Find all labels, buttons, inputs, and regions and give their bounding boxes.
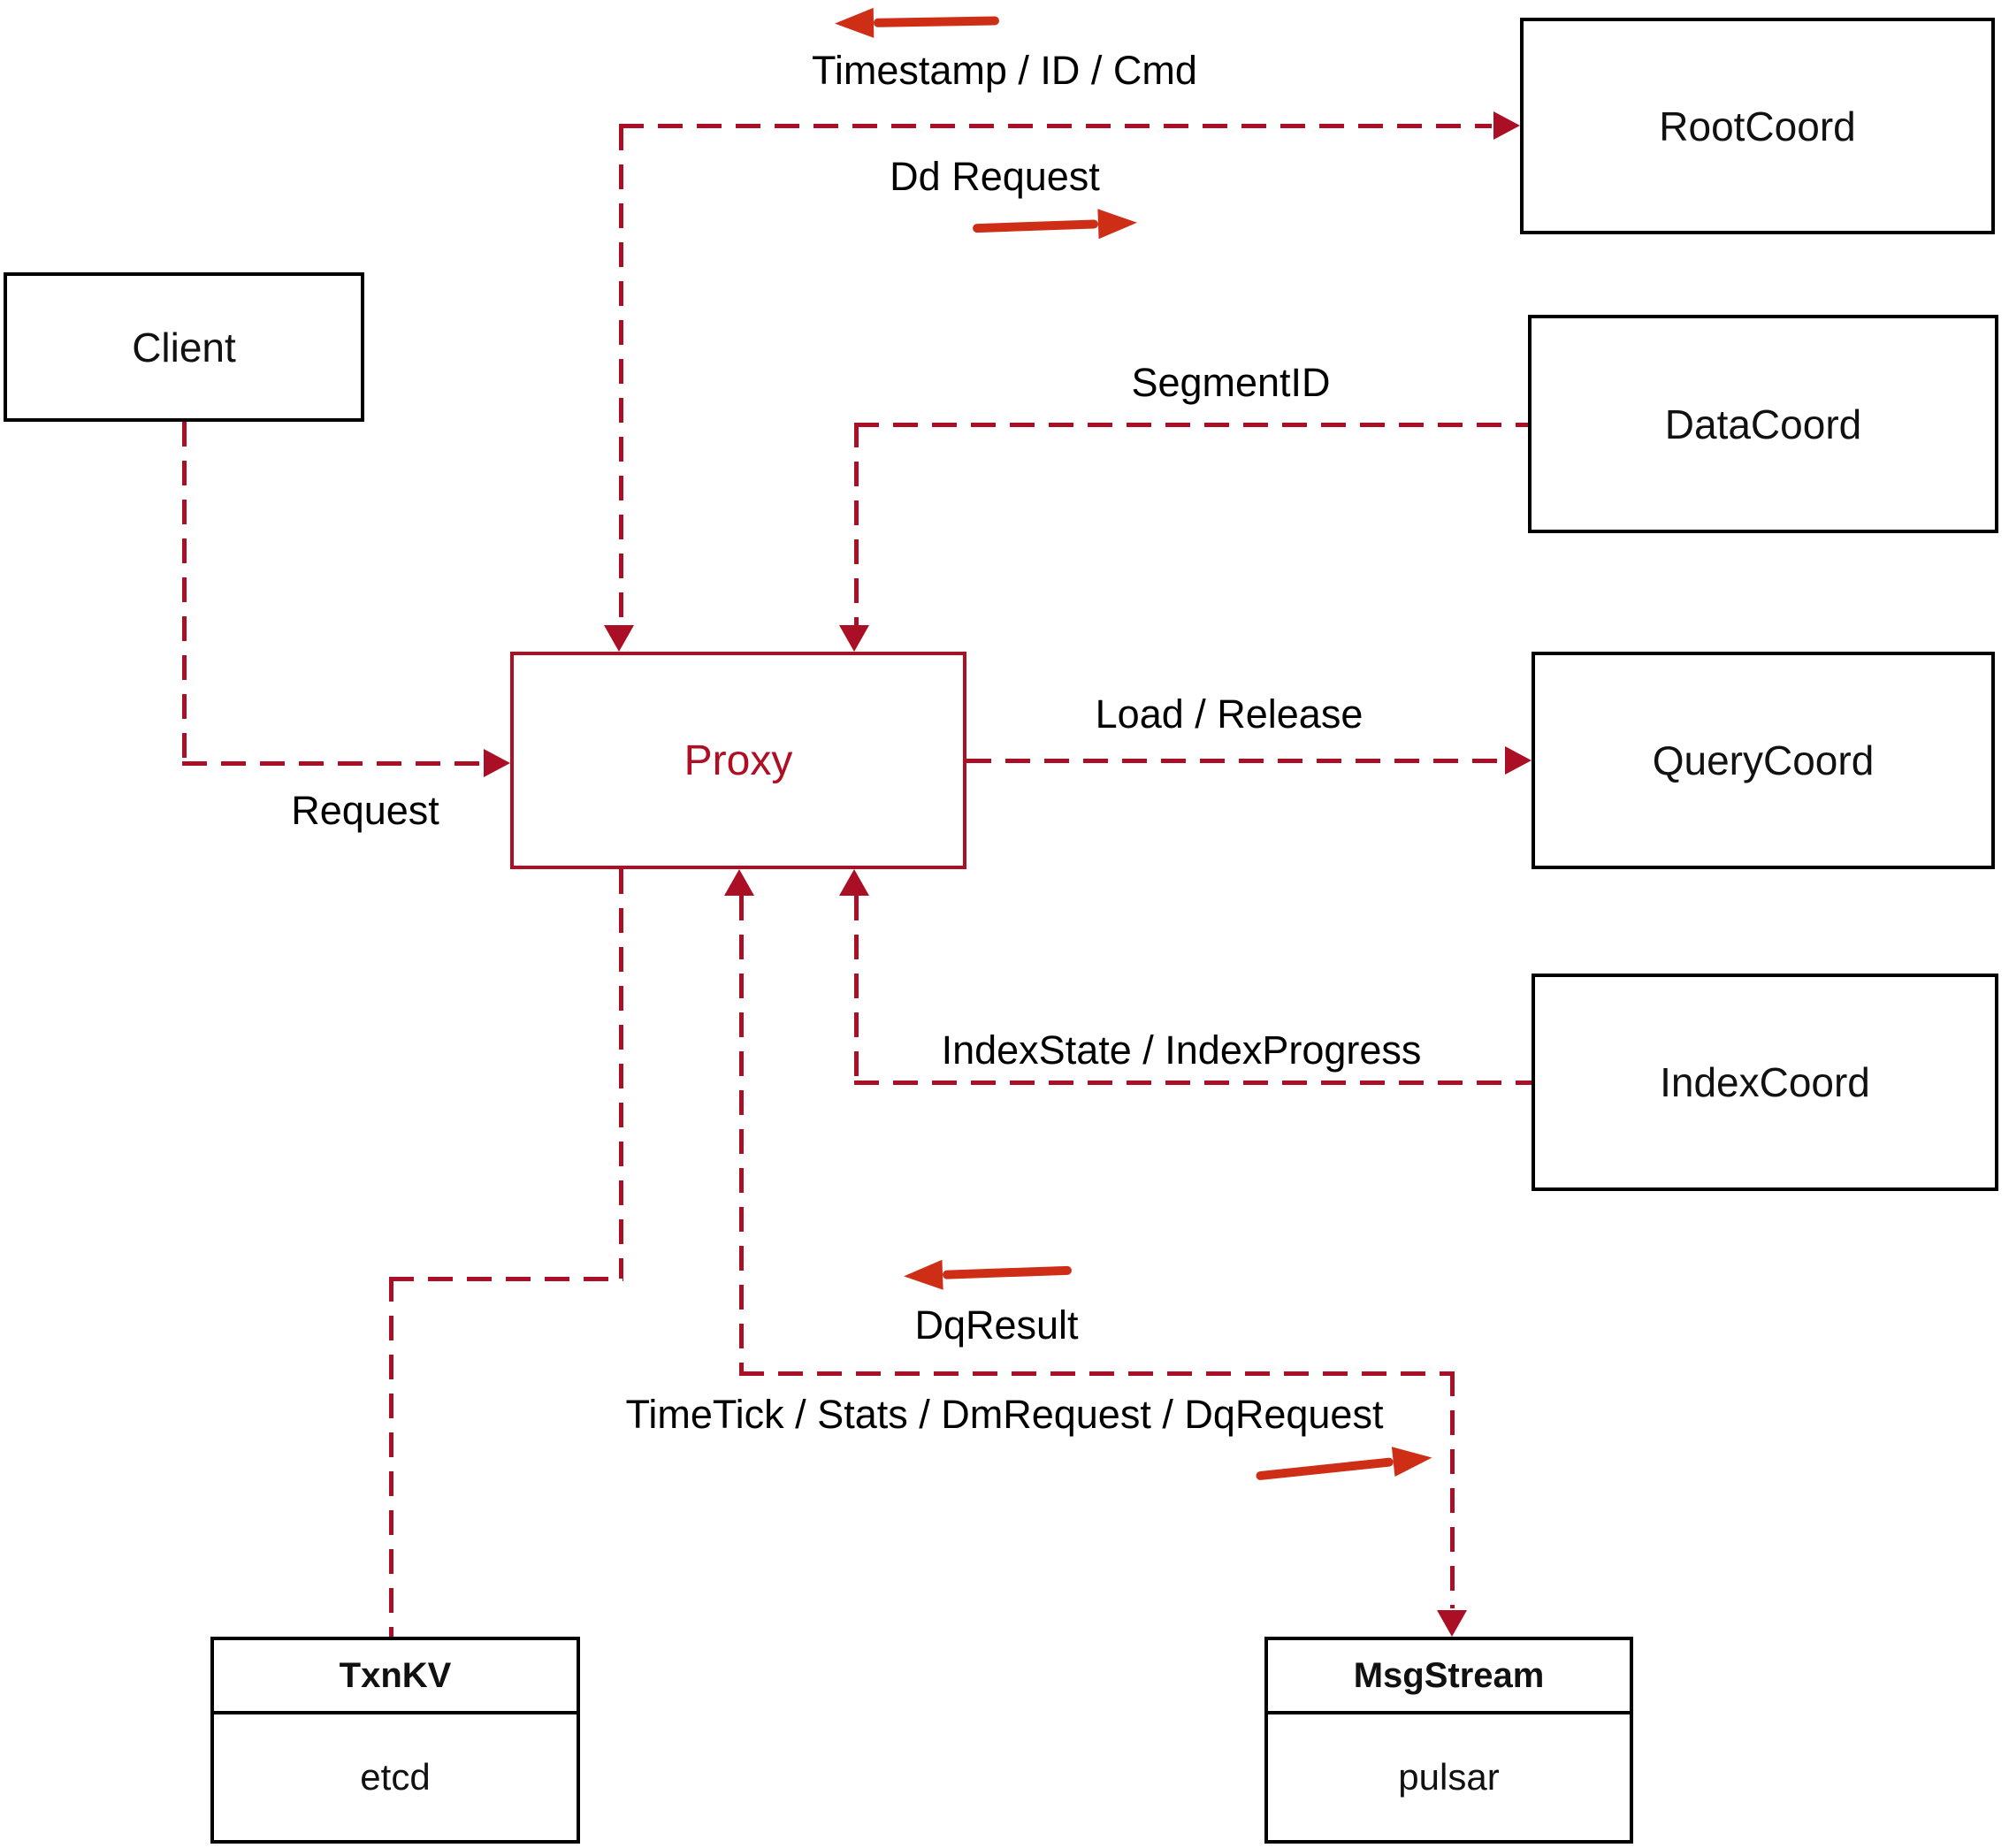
edge-proxy-txnkv-vertical-line-2 (389, 1277, 393, 1637)
node-indexcoord-label: IndexCoord (1660, 1059, 1870, 1105)
arrow-shaft (1256, 1457, 1394, 1481)
node-client: Client (4, 272, 364, 422)
node-rootcoord: RootCoord (1520, 18, 1995, 234)
node-datacoord: DataCoord (1528, 315, 1998, 533)
left-arrowhead-icon (903, 1259, 943, 1292)
node-proxy: Proxy (510, 652, 966, 869)
down-arrowhead-icon (604, 625, 634, 652)
right-arrowhead-icon (1097, 207, 1138, 240)
edge-client-proxy-horizontal-line (182, 761, 485, 766)
arrow-shaft (873, 16, 1000, 27)
up-arrowhead-icon (839, 869, 869, 896)
edge-proxy-querycoord-line (966, 759, 1505, 763)
right-arrowhead-icon (484, 749, 510, 777)
edge-proxy-rootcoord-vertical-line (619, 126, 623, 626)
label-indexstate-indexprogress: IndexState / IndexProgress (941, 1027, 1422, 1073)
node-querycoord-label: QueryCoord (1652, 737, 1875, 783)
right-arrowhead-icon (1505, 746, 1532, 775)
edge-datacoord-proxy-horizontal-line (854, 423, 1528, 427)
arrow-dqresult-to-proxy (903, 1256, 1073, 1292)
edge-proxy-msgstream-vertical-line-2 (1450, 1371, 1455, 1608)
edge-proxy-txnkv-horizontal-line (389, 1277, 623, 1281)
node-msgstream-title: MsgStream (1268, 1640, 1630, 1714)
node-querycoord: QueryCoord (1532, 652, 1995, 869)
label-timetick-stats: TimeTick / Stats / DmRequest / DqRequest (625, 1392, 1384, 1437)
node-rootcoord-label: RootCoord (1659, 103, 1856, 149)
edge-proxy-rootcoord-horizontal-line (619, 124, 1492, 128)
edge-indexcoord-proxy-horizontal-line (854, 1081, 1532, 1085)
label-dd-request: Dd Request (890, 154, 1100, 199)
down-arrowhead-icon (839, 625, 869, 652)
arrow-timestamp-to-proxy (834, 5, 1000, 39)
right-arrowhead-icon (1493, 111, 1520, 140)
node-txnkv: TxnKV etcd (210, 1637, 580, 1844)
node-msgstream: MsgStream pulsar (1264, 1637, 1633, 1844)
label-load-release: Load / Release (1095, 691, 1364, 737)
node-proxy-label: Proxy (684, 737, 793, 784)
left-arrowhead-icon (834, 7, 875, 39)
arrow-shaft (972, 219, 1099, 233)
edge-proxy-txnkv-vertical-line-1 (619, 869, 623, 1279)
label-request: Request (291, 788, 439, 833)
edge-client-proxy-vertical-line (182, 422, 187, 763)
label-segmentid: SegmentID (1131, 360, 1331, 405)
up-arrowhead-icon (724, 869, 754, 896)
edge-proxy-msgstream-horizontal-line (739, 1371, 1455, 1376)
arrow-dqrequest-to-msgstream (1255, 1442, 1434, 1492)
edge-proxy-msgstream-vertical-line-1 (739, 896, 744, 1373)
arrow-dd-request-to-rootcoord (972, 207, 1138, 243)
node-txnkv-impl: etcd (360, 1756, 431, 1798)
label-timestamp-id-cmd: Timestamp / ID / Cmd (812, 48, 1197, 93)
node-txnkv-title: TxnKV (214, 1640, 577, 1714)
node-indexcoord: IndexCoord (1532, 974, 1998, 1191)
right-arrowhead-icon (1391, 1442, 1434, 1478)
node-client-label: Client (132, 324, 236, 370)
label-dqresult: DqResult (914, 1302, 1079, 1348)
edge-indexcoord-proxy-vertical-line (854, 896, 859, 1083)
node-datacoord-label: DataCoord (1664, 401, 1862, 447)
edge-datacoord-proxy-vertical-line (854, 423, 859, 626)
node-msgstream-impl: pulsar (1398, 1756, 1500, 1798)
down-arrowhead-icon (1437, 1610, 1467, 1637)
arrow-shaft (942, 1265, 1073, 1279)
